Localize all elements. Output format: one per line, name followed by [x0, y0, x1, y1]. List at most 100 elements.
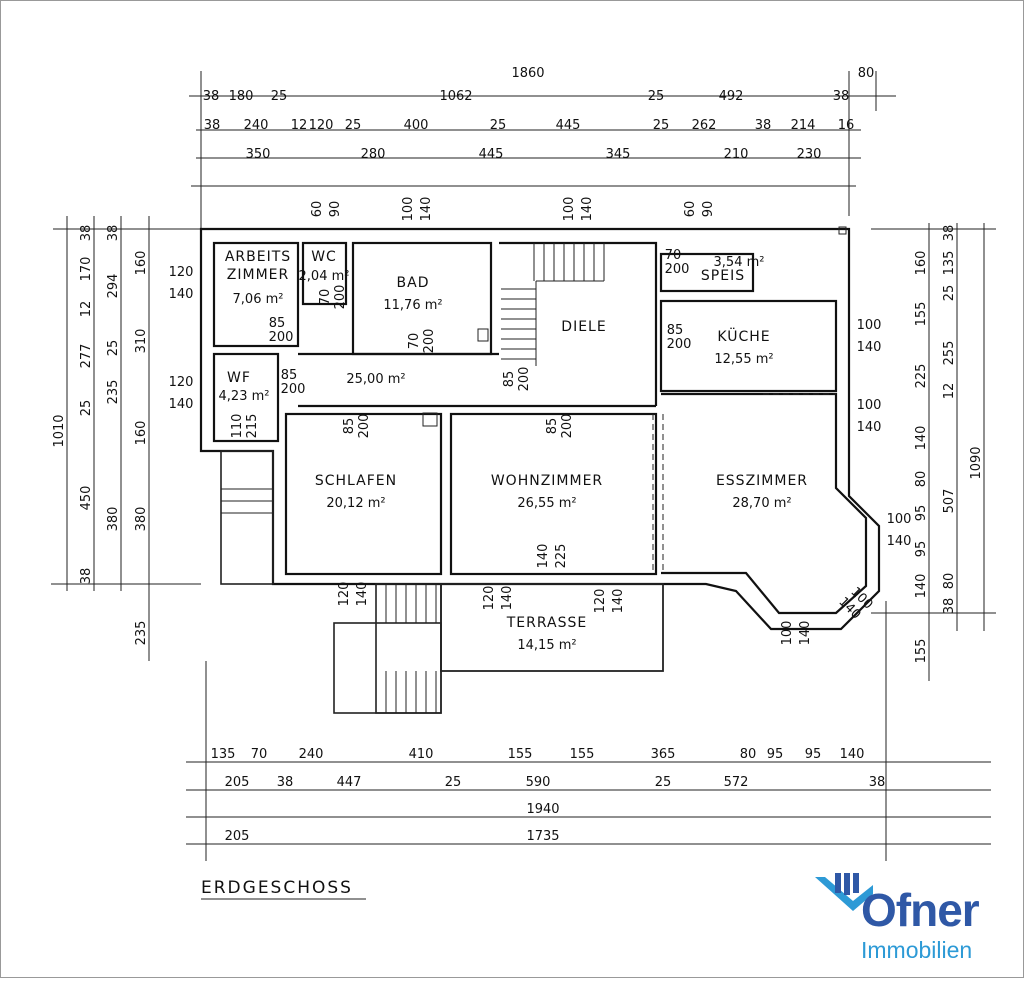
dimension-label: 294 [106, 274, 121, 299]
door-width: 85 [545, 418, 560, 435]
door-height: 200 [269, 330, 294, 345]
room-name: WC [311, 249, 337, 265]
dimension-label: 80 [914, 471, 929, 488]
dimension-label: 214 [791, 118, 816, 133]
door-height: 200 [281, 382, 306, 397]
opening-height: 140 [580, 197, 595, 222]
dimension-label: 205 [225, 775, 250, 790]
door-height: 200 [560, 414, 575, 439]
dimension-label: 38 [79, 225, 94, 242]
company-logo: Ofner Immobilien [813, 869, 1013, 969]
room-area: 2,04 m² [299, 269, 350, 284]
door-height: 200 [667, 337, 692, 352]
dimension-label: 225 [914, 364, 929, 389]
opening-width: 140 [536, 544, 551, 569]
room-name: ESSZIMMER [716, 473, 808, 489]
dimension-label: 95 [805, 747, 822, 762]
dimension-label: 25 [79, 400, 94, 417]
dimension-label: 445 [479, 147, 504, 162]
door-height: 200 [333, 285, 348, 310]
door-width: 85 [342, 418, 357, 435]
dimension-label: 280 [361, 147, 386, 162]
room-area: 3,54 m² [714, 255, 765, 270]
dimension-label: 80 [942, 573, 957, 590]
dimension-label: 25 [106, 340, 121, 357]
dimension-label: 1010 [52, 414, 67, 447]
opening-height: 225 [554, 544, 569, 569]
room-name: SCHLAFEN [315, 473, 397, 489]
room-area: 28,70 m² [732, 496, 791, 511]
dimension-label: 140 [840, 747, 865, 762]
dimension-label: 38 [942, 225, 957, 242]
dimension-label: 12 [942, 383, 957, 400]
door-height: 215 [245, 414, 260, 439]
dimension-label: 1062 [439, 89, 472, 104]
opening-width: 120 [169, 375, 194, 390]
dimension-label: 25 [942, 285, 957, 302]
opening-height: 140 [169, 287, 194, 302]
door-height: 200 [357, 414, 372, 439]
dimension-label: 155 [914, 302, 929, 327]
dimension-label: 350 [246, 147, 271, 162]
room-area: 7,06 m² [233, 292, 284, 307]
door-height: 200 [665, 262, 690, 277]
dimension-label: 135 [942, 251, 957, 276]
dimension-label: 160 [134, 421, 149, 446]
dimension-label: 590 [526, 775, 551, 790]
opening-width: 100 [401, 197, 416, 222]
room-name: TERRASSE [506, 615, 587, 631]
dimension-label: 155 [914, 639, 929, 664]
room-area: 20,12 m² [326, 496, 385, 511]
room-area: 12,55 m² [714, 352, 773, 367]
logo-chevron-icon [815, 873, 873, 911]
dimension-label: 95 [767, 747, 784, 762]
room-name: BAD [397, 275, 430, 291]
opening-height: 140 [887, 534, 912, 549]
dimension-label: 507 [942, 489, 957, 514]
opening-width: 60 [683, 201, 698, 218]
dimension-label: 450 [79, 486, 94, 511]
door-width: 85 [667, 323, 684, 338]
dimension-label: 492 [719, 89, 744, 104]
dimension-label: 400 [404, 118, 429, 133]
dimension-label: 38 [204, 118, 221, 133]
opening-width: 120 [337, 582, 352, 607]
room-area: 11,76 m² [383, 298, 442, 313]
dimension-label: 365 [651, 747, 676, 762]
floor-title: ERDGESCHOSS [201, 878, 353, 898]
dimension-label: 1860 [511, 66, 544, 81]
dimension-label: 380 [106, 507, 121, 532]
dimension-label: 25 [653, 118, 670, 133]
opening-width: 120 [169, 265, 194, 280]
room-area: 14,15 m² [517, 638, 576, 653]
door-height: 200 [422, 329, 437, 354]
door-width: 85 [502, 371, 517, 388]
dimension-label: 380 [134, 507, 149, 532]
dimension-label: 38 [203, 89, 220, 104]
opening-height: 140 [169, 397, 194, 412]
dimension-label: 445 [556, 118, 581, 133]
dimension-label: 70 [251, 747, 268, 762]
dimension-label: 25 [271, 89, 288, 104]
room-area: 4,23 m² [219, 389, 270, 404]
door-width: 70 [665, 248, 682, 263]
room-name: WF [227, 370, 251, 386]
dimension-label: 16 [838, 118, 855, 133]
staircases [221, 243, 605, 713]
dimension-label: 205 [225, 829, 250, 844]
dimension-label: 25 [648, 89, 665, 104]
logo-subtitle: Immobilien [861, 937, 973, 963]
opening-width: 100 [562, 197, 577, 222]
dimension-label: 12 [291, 118, 308, 133]
dimension-label: 25 [345, 118, 362, 133]
dimension-label: 95 [914, 505, 929, 522]
dimension-label: 235 [106, 380, 121, 405]
dimension-label: 80 [858, 66, 875, 81]
door-width: 70 [318, 289, 333, 306]
dimension-label: 447 [337, 775, 362, 790]
door-width: 110 [230, 414, 245, 439]
opening-height: 140 [355, 582, 370, 607]
dimension-label: 135 [211, 747, 236, 762]
dimension-label: 155 [508, 747, 533, 762]
